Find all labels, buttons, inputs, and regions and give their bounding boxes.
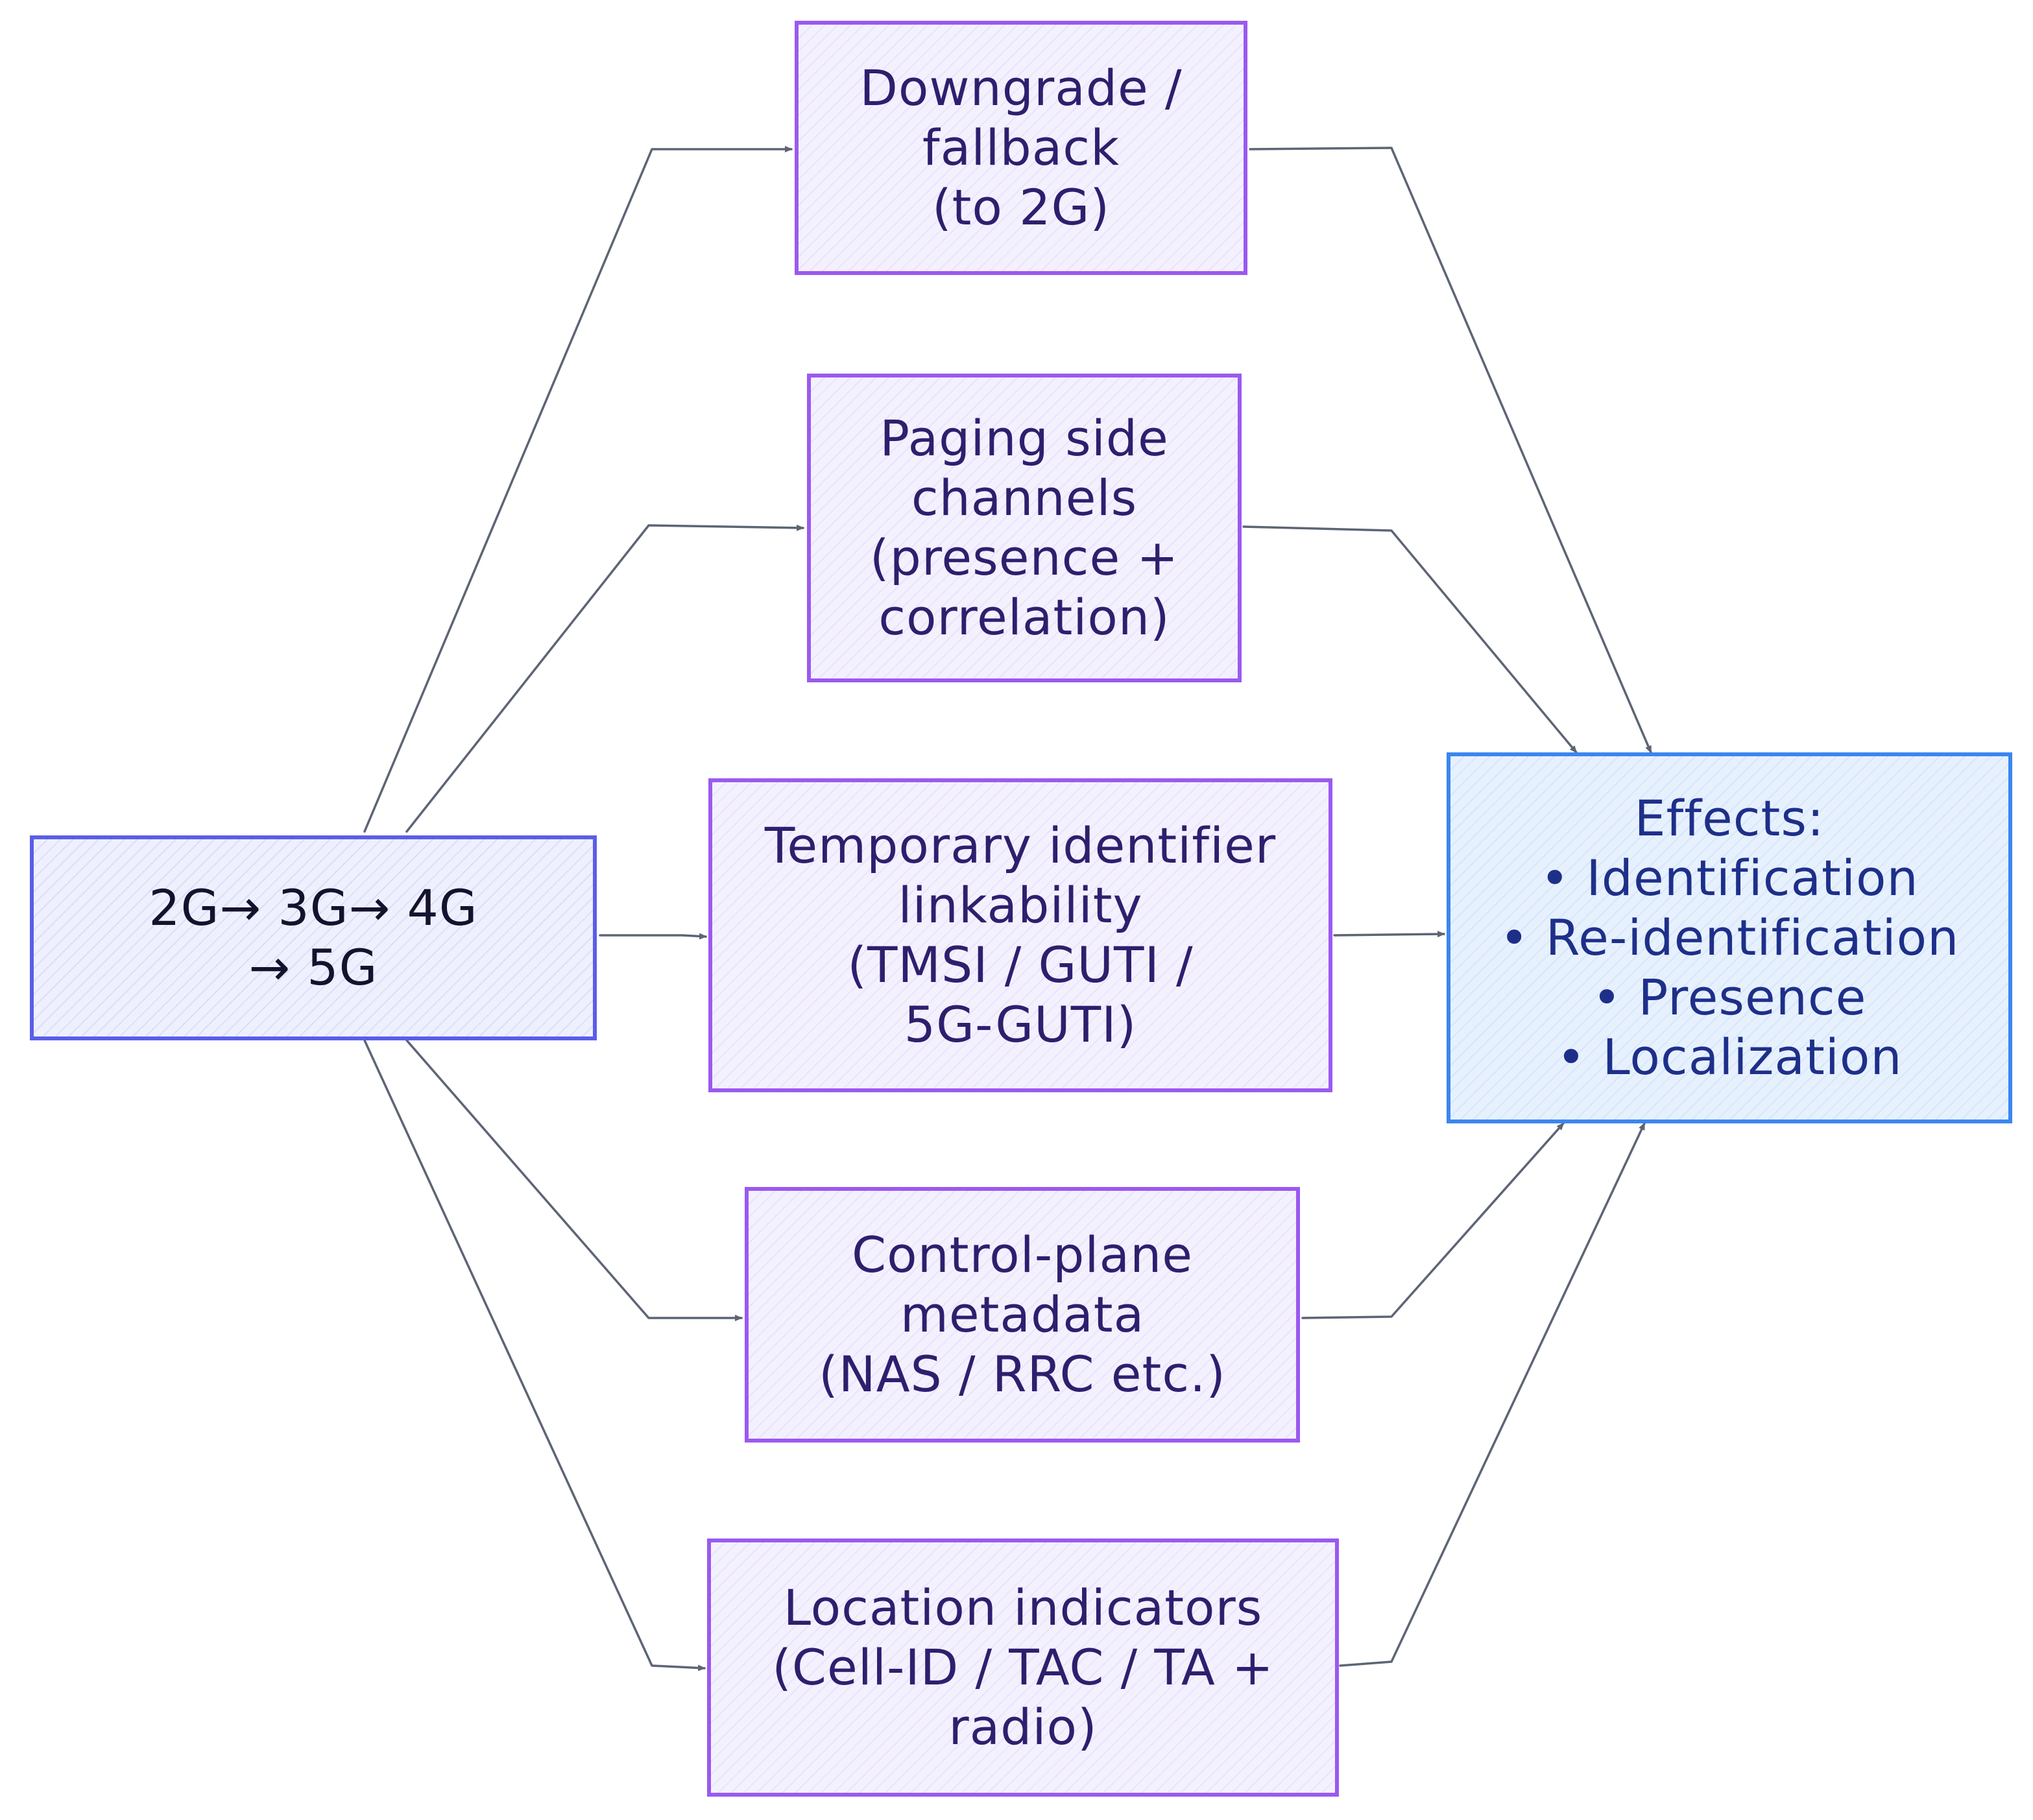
- edge-generations-to-location: [363, 1039, 706, 1671]
- edge-location-to-effects: [1339, 1122, 1646, 1667]
- control-plane-line: Control-plane: [852, 1226, 1193, 1284]
- temp-id-line: Temporary identifier: [764, 817, 1277, 874]
- edge-paging-to-effects: [1242, 525, 1578, 754]
- edge-generations-to-paging: [405, 524, 804, 833]
- downgrade-line: fallback: [922, 119, 1120, 176]
- downgrade-line: (to 2G): [932, 178, 1110, 236]
- edge-generations-to-downgrade: [363, 146, 793, 833]
- paging-line: channels: [911, 469, 1138, 527]
- paging-line: correlation): [878, 588, 1170, 646]
- downgrade-line: Downgrade /: [860, 59, 1183, 117]
- temp-id-line: (TMSI / GUTI /: [847, 936, 1194, 994]
- temp-id-line: linkability: [898, 876, 1143, 934]
- control-plane-line: metadata: [900, 1286, 1145, 1343]
- effects-line: Effects:: [1634, 789, 1825, 847]
- effects-line: • Presence: [1592, 968, 1867, 1026]
- paging-line: (presence +: [869, 529, 1179, 586]
- location-line: Location indicators: [783, 1579, 1263, 1636]
- location-line: (Cell-ID / TAC / TA +: [772, 1638, 1274, 1696]
- location-line: radio): [948, 1698, 1098, 1756]
- temp-id-node: Temporary identifier linkability (TMSI /…: [708, 778, 1332, 1092]
- paging-node: Paging side channels (presence + correla…: [807, 374, 1242, 682]
- control-plane-node: Control-plane metadata (NAS / RRC etc.): [745, 1187, 1300, 1443]
- paging-line: Paging side: [880, 409, 1169, 467]
- downgrade-node: Downgrade / fallback (to 2G): [795, 21, 1247, 275]
- effects-node: Effects: • Identification • Re-identific…: [1447, 752, 2012, 1123]
- edge-control-plane-to-effects: [1301, 1122, 1565, 1319]
- generations-line: 2G→ 3G→ 4G: [149, 879, 478, 937]
- effects-line: • Identification: [1540, 849, 1919, 907]
- location-node: Location indicators (Cell-ID / TAC / TA …: [707, 1539, 1339, 1797]
- effects-line: • Localization: [1556, 1028, 1903, 1086]
- edge-temp-id-to-effects: [1333, 931, 1445, 938]
- temp-id-line: 5G-GUTI): [904, 996, 1137, 1053]
- edge-downgrade-to-effects: [1249, 147, 1652, 754]
- edge-generations-to-control-plane: [405, 1039, 743, 1321]
- control-plane-line: (NAS / RRC etc.): [819, 1345, 1226, 1403]
- effects-line: • Re-identification: [1499, 909, 1960, 966]
- edge-generations-to-temp-id: [599, 933, 707, 940]
- generations-node: 2G→ 3G→ 4G → 5G: [30, 835, 597, 1040]
- generations-line: → 5G: [248, 939, 378, 996]
